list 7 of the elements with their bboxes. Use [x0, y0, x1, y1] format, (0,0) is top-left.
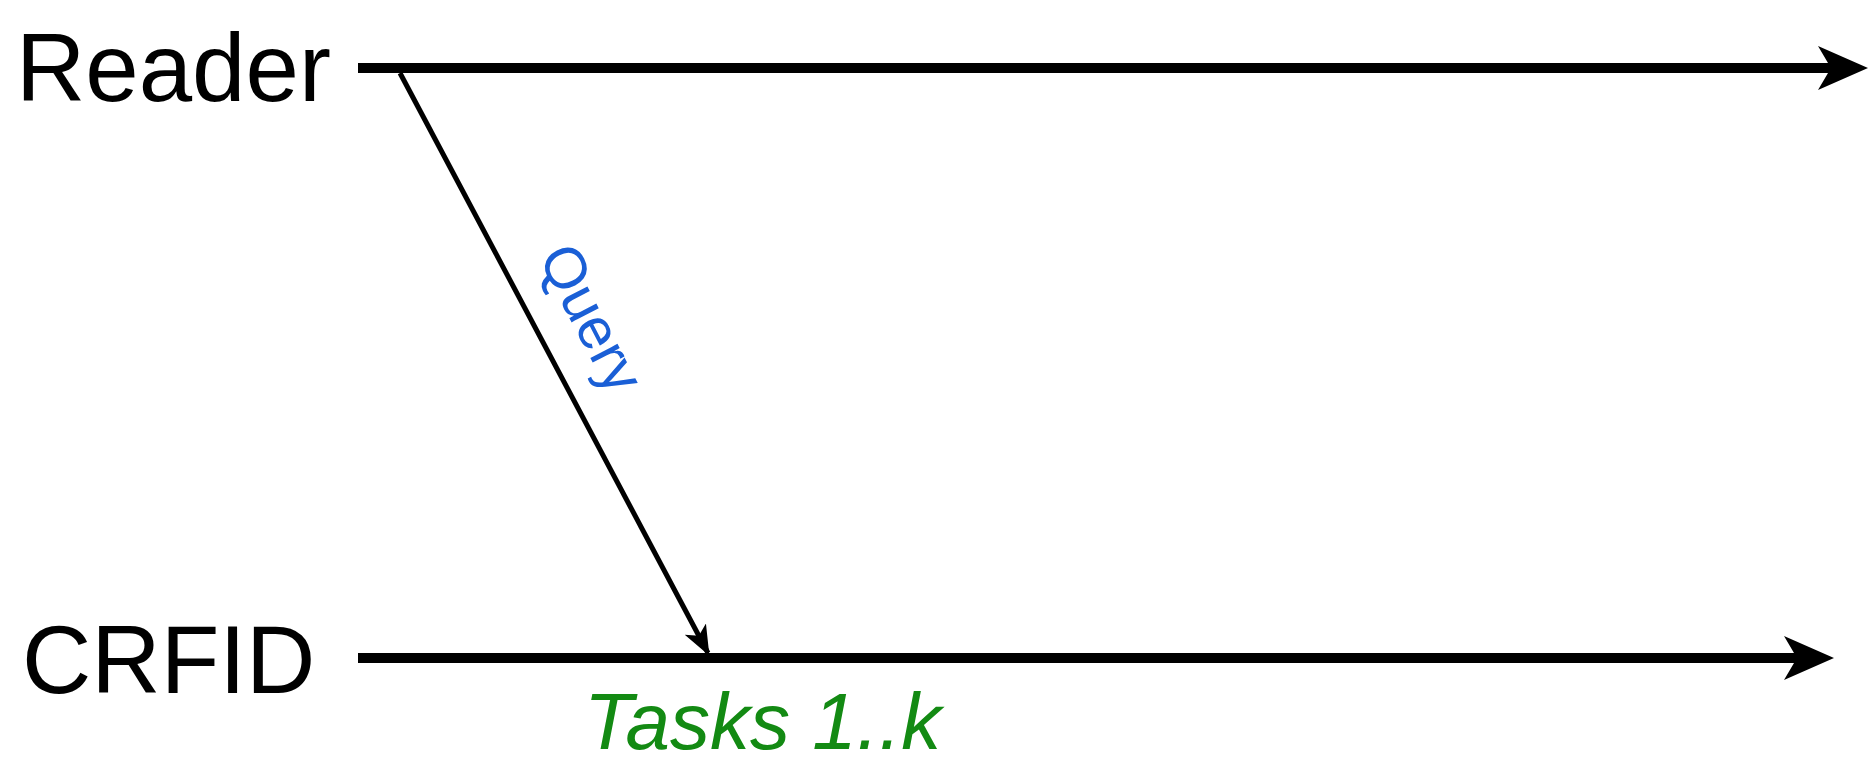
- timeline-arrow: [358, 634, 1834, 682]
- task-label: Tasks 1..k: [584, 682, 942, 762]
- lifeline-label: CRFID: [22, 612, 316, 708]
- timeline-arrow: [358, 44, 1868, 92]
- arrow: [397, 71, 711, 656]
- lifeline-label: Reader: [16, 20, 331, 116]
- edge-label: Query: [529, 234, 655, 402]
